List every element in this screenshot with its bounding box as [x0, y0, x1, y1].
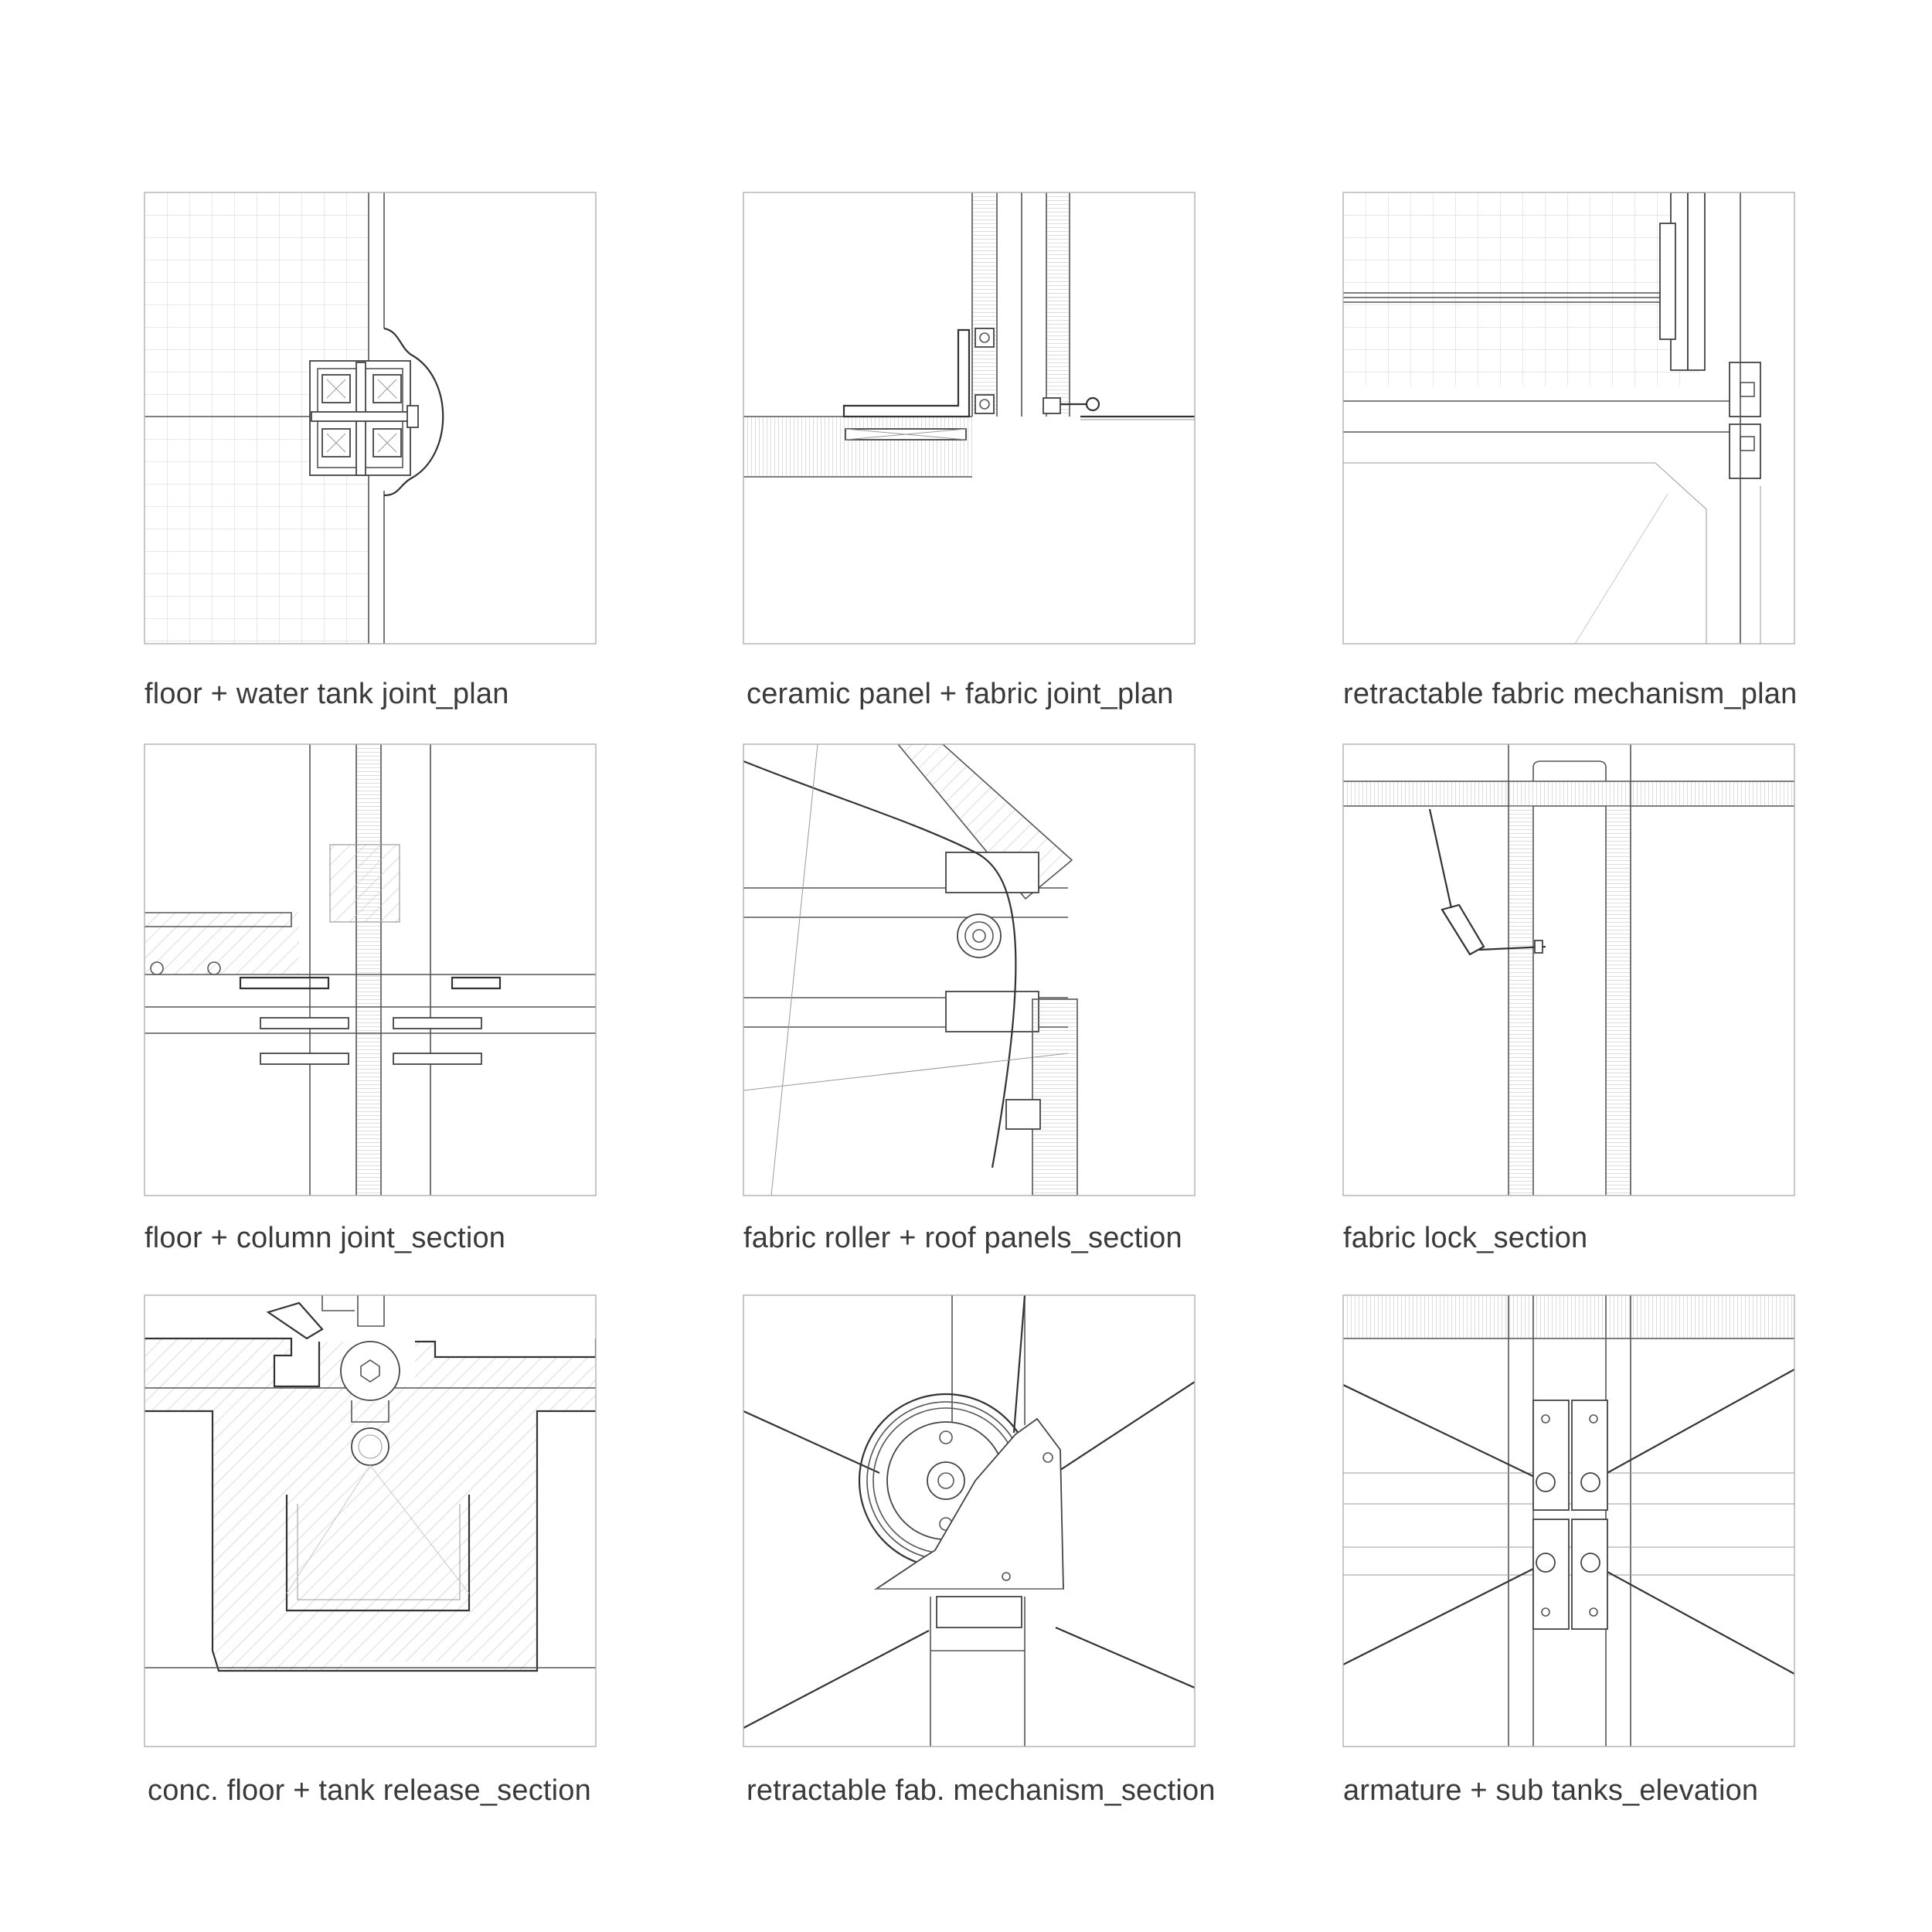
drawing-floor-water-tank-joint-plan [145, 192, 596, 644]
detail-drawing [743, 192, 1195, 478]
detail-drawing [145, 192, 444, 644]
drawing-floor-column-joint-section [145, 744, 596, 1196]
detail-drawing [1343, 1295, 1794, 1747]
caption-2: ceramic panel + fabric joint_plan [747, 678, 1174, 710]
detail-drawing [145, 1295, 596, 1672]
caption-5: fabric roller + roof panels_section [743, 1222, 1182, 1254]
caption-3: retractable fabric mechanism_plan [1343, 678, 1798, 710]
detail-drawing [743, 744, 1078, 1196]
caption-7: conc. floor + tank release_section [148, 1774, 591, 1807]
caption-1: floor + water tank joint_plan [145, 678, 509, 710]
drawing-fabric-lock-section [1343, 744, 1794, 1196]
drawing-armature-sub-tanks-elevation [1343, 1295, 1794, 1747]
drawing-retractable-fab-mechanism-section [743, 1295, 1195, 1747]
caption-4: floor + column joint_section [145, 1222, 506, 1254]
caption-8: retractable fab. mechanism_section [747, 1774, 1216, 1807]
detail-drawing [145, 744, 596, 1196]
detail-drawing [743, 1295, 1195, 1747]
drawing-fabric-roller-roof-panels-section [743, 744, 1195, 1196]
detail-drawing [1343, 744, 1794, 1196]
drawing-ceramic-panel-fabric-joint-plan [743, 192, 1195, 644]
detail-drawing [1343, 192, 1761, 644]
caption-9: armature + sub tanks_elevation [1343, 1774, 1759, 1807]
caption-6: fabric lock_section [1343, 1222, 1588, 1254]
drawing-conc-floor-tank-release-section [145, 1295, 596, 1747]
drawing-retractable-fabric-mechanism-plan [1343, 192, 1794, 644]
